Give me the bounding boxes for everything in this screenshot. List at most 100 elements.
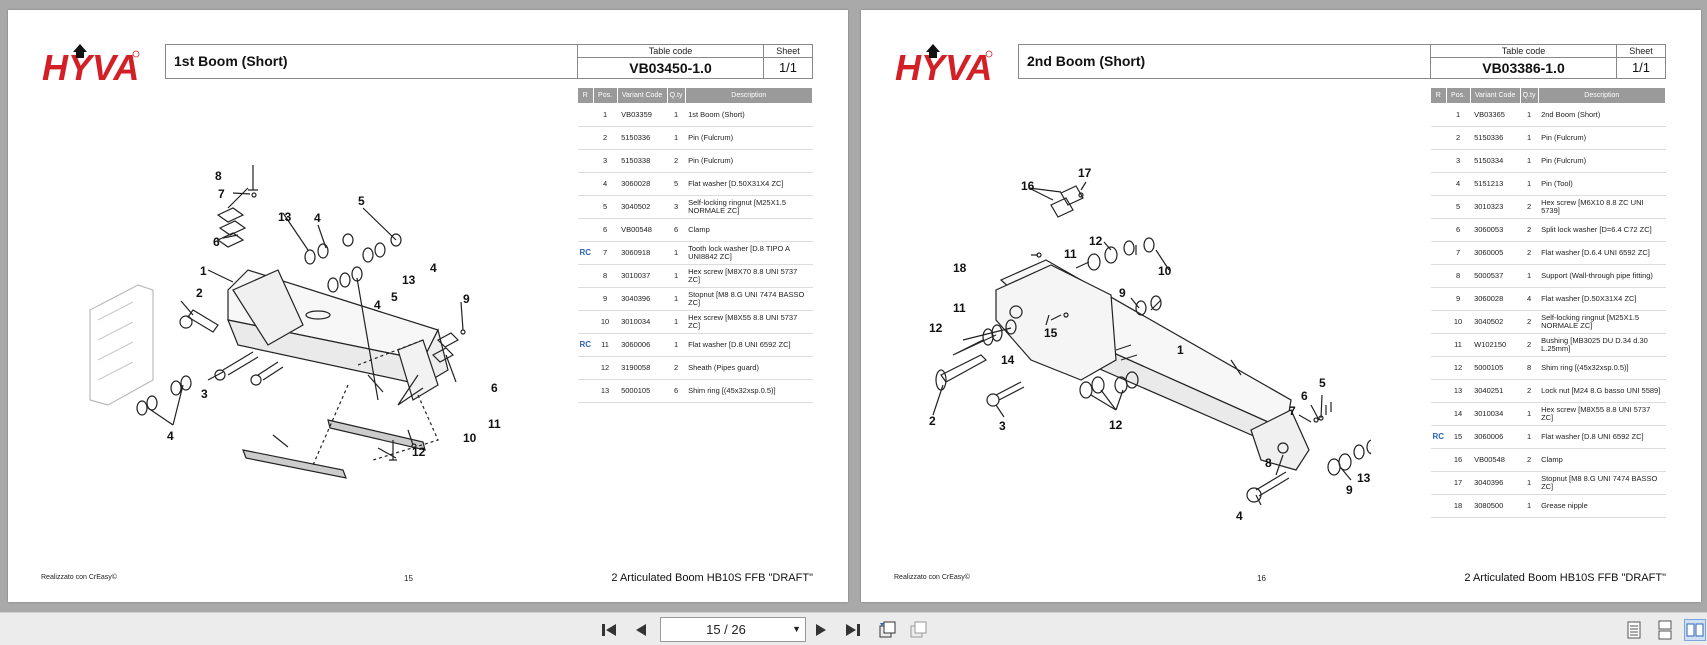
page-title: 2nd Boom (Short) bbox=[1019, 45, 1431, 78]
quantity-cell: 2 bbox=[1520, 218, 1539, 242]
description-cell: Hex screw [M8X55 8.8 UNI 5737 ZC] bbox=[685, 310, 813, 334]
document-page-16: HYVA 2nd Boom (Short) Table code VB03386… bbox=[861, 10, 1701, 602]
description-cell: Flat washer [D.50X31X4 ZC] bbox=[1538, 287, 1666, 311]
rc-marker bbox=[1430, 218, 1447, 242]
position-cell: 1 bbox=[1446, 103, 1471, 127]
rc-marker bbox=[1430, 379, 1447, 403]
sheet-value: 1/1 bbox=[778, 60, 798, 75]
position-cell: 9 bbox=[593, 287, 618, 311]
rc-marker: RC bbox=[1430, 425, 1447, 449]
variant-code-cell: 5150334 bbox=[1470, 149, 1521, 173]
variant-code-cell: 3080500 bbox=[1470, 494, 1521, 518]
variant-code-cell: VB00548 bbox=[617, 218, 668, 242]
description-cell: Self-locking ringnut [M25X1.5 NORMALE ZC… bbox=[685, 195, 813, 219]
position-cell: 10 bbox=[1446, 310, 1471, 334]
quantity-cell: 6 bbox=[667, 379, 686, 403]
col-qty: Q.ty bbox=[666, 87, 686, 104]
rc-marker bbox=[1430, 310, 1447, 334]
rc-marker bbox=[577, 172, 594, 196]
description-cell: Clamp bbox=[1538, 448, 1666, 472]
col-qty: Q.ty bbox=[1519, 87, 1539, 104]
chevron-down-icon: ▼ bbox=[792, 624, 801, 634]
variant-code-cell: 3060006 bbox=[617, 333, 668, 357]
rc-marker bbox=[1430, 356, 1447, 380]
single-page-view-button[interactable] bbox=[1623, 619, 1645, 641]
position-cell: 18 bbox=[1446, 494, 1471, 518]
rc-marker bbox=[1430, 149, 1447, 173]
position-cell: 14 bbox=[1446, 402, 1471, 426]
position-cell: 3 bbox=[1446, 149, 1471, 173]
description-cell: Pin (Fulcrum) bbox=[685, 149, 813, 173]
rc-marker bbox=[1430, 264, 1447, 288]
quantity-cell: 1 bbox=[667, 333, 686, 357]
variant-code-cell: 5150338 bbox=[617, 149, 668, 173]
page-number-select[interactable]: 15 / 26 ▼ bbox=[660, 617, 806, 642]
position-cell: 13 bbox=[593, 379, 618, 403]
rc-marker bbox=[577, 195, 594, 219]
position-cell: 17 bbox=[1446, 471, 1471, 495]
callout-1: 1 bbox=[1177, 343, 1184, 357]
next-page-button[interactable] bbox=[810, 619, 832, 641]
last-page-button[interactable] bbox=[842, 619, 864, 641]
variant-code-cell: 5151213 bbox=[1470, 172, 1521, 196]
description-cell: Split lock washer [D=6.4 C72 ZC] bbox=[1538, 218, 1666, 242]
description-cell: Stopnut [M8 8.G UNI 7474 BASSO ZC] bbox=[1538, 471, 1666, 495]
callout-2: 2 bbox=[929, 414, 936, 428]
footer-document-title: 2 Articulated Boom HB10S FFB "DRAFT" bbox=[611, 572, 813, 584]
description-cell: Hex screw [M6X10 8.8 ZC UNI 5739] bbox=[1538, 195, 1666, 219]
quantity-cell: 6 bbox=[667, 218, 686, 242]
quantity-cell: 1 bbox=[1520, 264, 1539, 288]
rotate-view-button[interactable] bbox=[876, 619, 898, 641]
previous-page-icon bbox=[636, 624, 646, 636]
continuous-view-button[interactable] bbox=[1654, 619, 1676, 641]
callout-11b: 11 bbox=[953, 301, 966, 315]
variant-code-cell: 5150336 bbox=[1470, 126, 1521, 150]
description-cell: Support (Wall-through pipe fitting) bbox=[1538, 264, 1666, 288]
position-cell: 12 bbox=[1446, 356, 1471, 380]
page-title: 1st Boom (Short) bbox=[166, 45, 578, 78]
rotate-view-icon bbox=[879, 621, 896, 638]
description-cell: Self-locking ringnut [M25X1.5 NORMALE ZC… bbox=[1538, 310, 1666, 334]
svg-text:HYVA: HYVA bbox=[42, 47, 139, 88]
fit-page-button[interactable] bbox=[907, 619, 929, 641]
description-cell: Shim ring [(45x32xsp.0.5)] bbox=[1538, 356, 1666, 380]
variant-code-cell: 3010037 bbox=[617, 264, 668, 288]
variant-code-cell: 5000105 bbox=[617, 379, 668, 403]
rc-marker bbox=[1430, 241, 1447, 265]
variant-code-cell: 3190058 bbox=[617, 356, 668, 380]
callout-3: 3 bbox=[999, 419, 1006, 433]
quantity-cell: 1 bbox=[1520, 149, 1539, 173]
previous-page-button[interactable] bbox=[630, 619, 652, 641]
first-page-button[interactable] bbox=[598, 619, 620, 641]
quantity-cell: 2 bbox=[667, 149, 686, 173]
quantity-cell: 2 bbox=[1520, 310, 1539, 334]
position-cell: 8 bbox=[593, 264, 618, 288]
callout-4a: 4 bbox=[314, 211, 321, 225]
col-variant-code: Variant Code bbox=[1469, 87, 1521, 104]
two-page-view-button[interactable] bbox=[1684, 619, 1706, 641]
position-cell: 4 bbox=[1446, 172, 1471, 196]
callout-7: 7 bbox=[218, 187, 225, 201]
first-page-icon bbox=[602, 624, 616, 636]
rc-marker bbox=[577, 218, 594, 242]
last-page-icon bbox=[846, 624, 860, 636]
position-cell: 11 bbox=[593, 333, 618, 357]
rc-marker bbox=[1430, 471, 1447, 495]
position-cell: 16 bbox=[1446, 448, 1471, 472]
description-cell: 1st Boom (Short) bbox=[685, 103, 813, 127]
sheet-header: 2nd Boom (Short) Table code VB03386-1.0 … bbox=[1018, 44, 1666, 79]
variant-code-cell: 3040502 bbox=[1470, 310, 1521, 334]
quantity-cell: 1 bbox=[1520, 172, 1539, 196]
single-page-view-icon bbox=[1627, 621, 1641, 639]
variant-code-cell: 5150336 bbox=[617, 126, 668, 150]
